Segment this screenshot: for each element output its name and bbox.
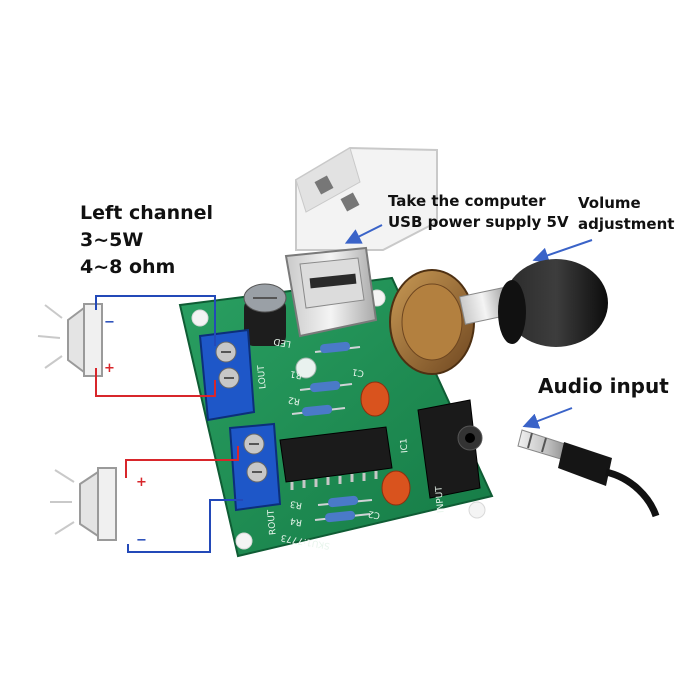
electrolytic-capacitor	[243, 283, 287, 346]
speaker-wires	[95, 295, 243, 553]
audio-jack-socket	[417, 399, 483, 499]
r4-silkscreen: R4	[289, 515, 303, 527]
left-channel-power: 3~5W	[80, 229, 144, 251]
volume-arrow	[532, 239, 593, 263]
left-channel-impedance: 4~8 ohm	[80, 256, 176, 278]
ic1-silkscreen: IC1	[399, 438, 410, 453]
input-silkscreen: INPUT	[434, 485, 446, 513]
volume-line-2: adjustment	[578, 215, 675, 233]
svg-text:−: −	[136, 533, 147, 548]
r3-silkscreen: R3	[289, 498, 303, 510]
usb-power-line-1: Take the computer	[388, 192, 546, 210]
left-terminal-block	[198, 328, 256, 422]
volume-label: Volume adjustment	[578, 193, 674, 235]
svg-text:−: −	[104, 315, 115, 330]
svg-text:+: +	[136, 475, 147, 490]
volume-knob	[498, 259, 608, 347]
usb-connector-graphic	[295, 146, 438, 251]
polarity-marks: − + + −	[104, 315, 147, 548]
svg-text:+: +	[104, 361, 115, 376]
potentiometer	[389, 269, 510, 375]
ic-chip	[279, 426, 393, 490]
left-channel-label: Left channel 3~5W 4~8 ohm	[80, 200, 213, 281]
usb-power-label: Take the computer USB power supply 5V	[388, 191, 569, 233]
lout-silkscreen: LOUT	[257, 364, 269, 389]
led-silkscreen: LED	[273, 336, 292, 349]
ceramic-capacitors	[360, 381, 411, 506]
r1-silkscreen: R1	[289, 368, 303, 380]
r2-silkscreen: R2	[287, 394, 301, 406]
usb-power-line-2: USB power supply 5V	[388, 213, 569, 231]
right-speaker	[50, 467, 117, 541]
usb-arrow	[344, 224, 383, 244]
led	[295, 357, 317, 379]
audio-input-arrow	[522, 407, 573, 429]
resistor-bodies	[302, 341, 359, 523]
rout-silkscreen: ROUT	[266, 509, 278, 536]
mounting-holes	[191, 289, 486, 550]
audio-input-label: Audio input	[538, 374, 669, 398]
usb-port	[284, 246, 378, 338]
audio-plug	[517, 429, 660, 518]
right-terminal-block	[228, 422, 282, 512]
left-speaker	[37, 303, 103, 377]
left-channel-title: Left channel	[80, 202, 214, 224]
volume-line-1: Volume	[578, 194, 641, 212]
c1-silkscreen: C1	[351, 366, 365, 378]
c2-silkscreen: C2	[367, 508, 381, 520]
